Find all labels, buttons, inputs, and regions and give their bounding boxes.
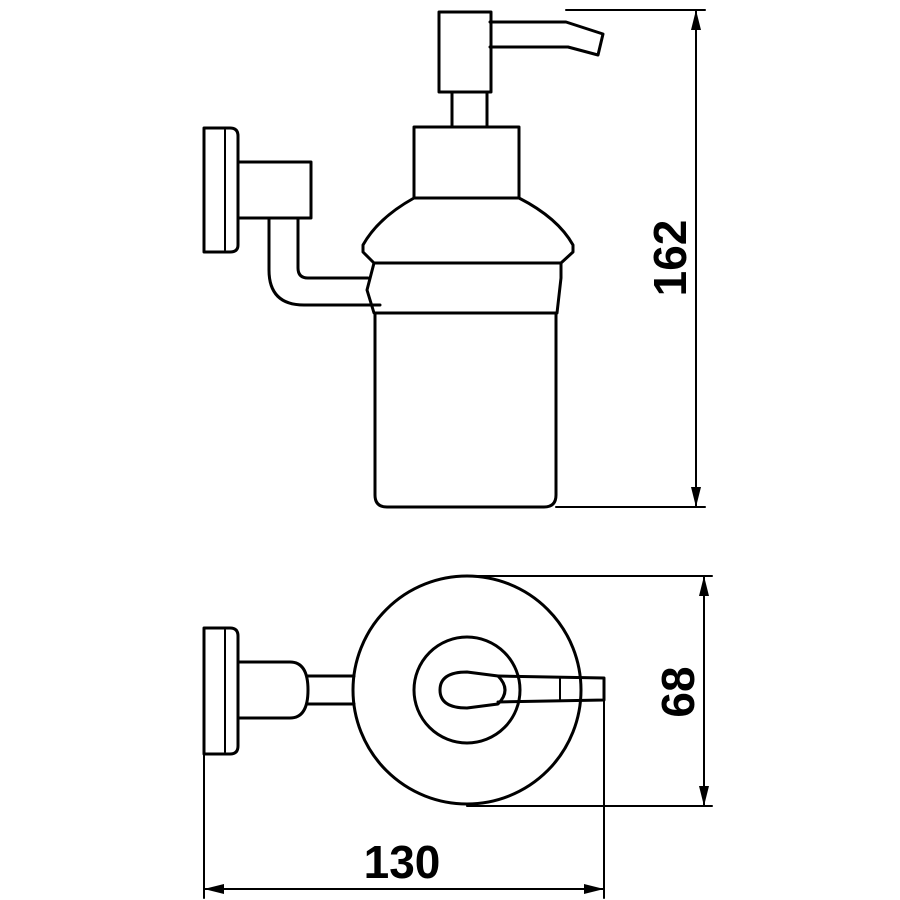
height-arrow-bottom — [691, 487, 701, 507]
height-label: 162 — [644, 220, 696, 297]
front-holder-arm — [267, 216, 382, 307]
front-holder-arm-inner — [296, 216, 370, 280]
dimension-height: 162 — [555, 9, 706, 508]
top-inner-ring — [412, 635, 522, 745]
dimension-width: 130 — [203, 699, 605, 899]
top-pump-spout — [496, 674, 606, 704]
front-wall-flange — [202, 126, 240, 254]
pump-stem — [450, 90, 489, 129]
depth-label: 68 — [652, 666, 704, 717]
width-label: 130 — [364, 836, 441, 888]
top-outer-ring — [351, 574, 583, 806]
top-arm-block — [236, 660, 310, 720]
bottle-neck-ring — [365, 261, 563, 315]
pump-spout — [488, 20, 605, 57]
width-arrow-right — [584, 884, 604, 894]
pump-head — [437, 10, 493, 94]
front-view — [202, 10, 605, 509]
front-arm-block — [236, 160, 313, 220]
height-arrow-top — [691, 10, 701, 30]
depth-arrow-bottom — [699, 786, 709, 806]
top-wall-flange — [202, 626, 240, 756]
width-arrow-left — [204, 884, 224, 894]
bottle-shoulder — [361, 196, 575, 265]
top-view — [202, 574, 606, 806]
pump-collar — [412, 125, 521, 200]
depth-arrow-top — [699, 576, 709, 596]
top-pump-oval — [438, 670, 507, 710]
dimension-depth: 68 — [466, 575, 713, 807]
glass-container — [373, 311, 558, 509]
